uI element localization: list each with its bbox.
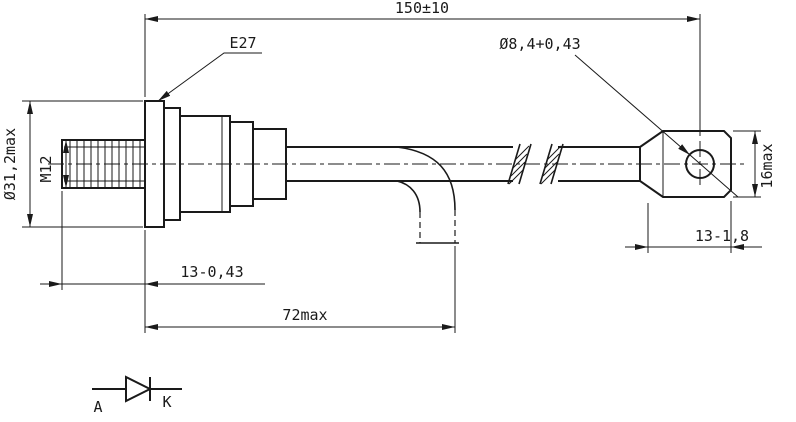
base-label: E27 [229,34,256,52]
leader-base-label: E27 [157,34,262,102]
overall-length-label: 150±10 [395,0,449,17]
lug-length-label: 13-1,8 [695,227,749,245]
lug-width-label: 16max [758,143,776,188]
dim-hole-diameter: Ø8,4+0,43 [499,35,739,198]
cathode-label: K [162,393,171,411]
stud-length-label: 13-0,43 [180,263,243,281]
thread-label: M12 [37,155,55,182]
anode-label: A [93,398,102,416]
dim-thread: M12 [37,140,69,188]
lead-bend-alt-position [396,146,459,244]
component-outline [48,100,748,244]
dim-lug-length: 13-1,8 [625,201,762,253]
dim-body-length: 72max [145,246,456,333]
dim-lug-width: 16max [733,130,776,198]
diode-triangle [125,375,153,403]
dim-stud-length: 13-0,43 [40,191,265,333]
body-length-label: 72max [282,306,327,324]
dim-overall-length: 150±10 [144,0,701,136]
dim-flange-diameter: Ø31,2max [1,100,143,228]
flexible-lead-right [558,146,640,182]
hole-diameter-label: Ø8,4+0,43 [499,35,580,53]
flange-diameter-label: Ø31,2max [1,128,19,200]
diode-symbol: A K [92,375,182,416]
